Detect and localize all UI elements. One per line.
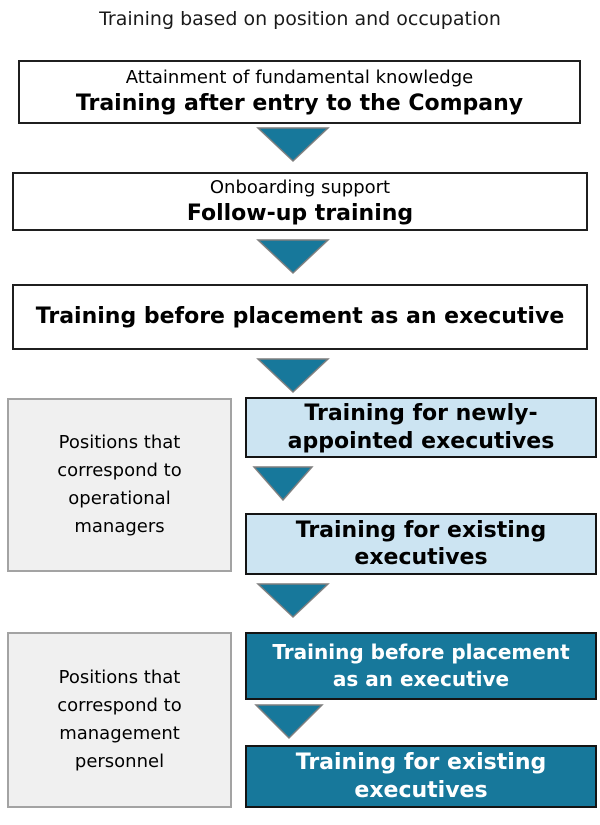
training-box-existing-executives-operational: Training for existing executives — [245, 513, 597, 575]
side-label-management-personnel: Positions that correspond to management … — [7, 632, 232, 808]
training-box-placement-management: Training before placement as an executiv… — [245, 632, 597, 700]
followup-training-title: Follow-up training — [186, 200, 414, 226]
entry-training-subtitle: Attainment of fundamental knowledge — [125, 67, 474, 89]
down-arrow-icon — [256, 127, 330, 163]
page-title: Training based on position and occupatio… — [99, 8, 501, 30]
placement-training-title: Training before placement as an executiv… — [35, 304, 565, 330]
flow-box-placement-training: Training before placement as an executiv… — [12, 284, 588, 350]
entry-training-title: Training after entry to the Company — [75, 91, 524, 117]
down-arrow-icon — [254, 704, 324, 740]
side-label-operational-managers: Positions that correspond to operational… — [7, 398, 232, 572]
down-arrow-icon — [256, 583, 330, 619]
followup-training-subtitle: Onboarding support — [209, 176, 391, 198]
training-box-newly-appointed-executives: Training for newly- appointed executives — [245, 397, 597, 458]
flow-box-followup-training: Onboarding support Follow-up training — [12, 172, 588, 231]
down-arrow-icon — [256, 239, 330, 275]
down-arrow-icon — [256, 358, 330, 394]
training-box-existing-executives-management: Training for existing executives — [245, 745, 597, 808]
down-arrow-icon — [252, 466, 314, 502]
flow-box-entry-training: Attainment of fundamental knowledge Trai… — [18, 60, 581, 124]
